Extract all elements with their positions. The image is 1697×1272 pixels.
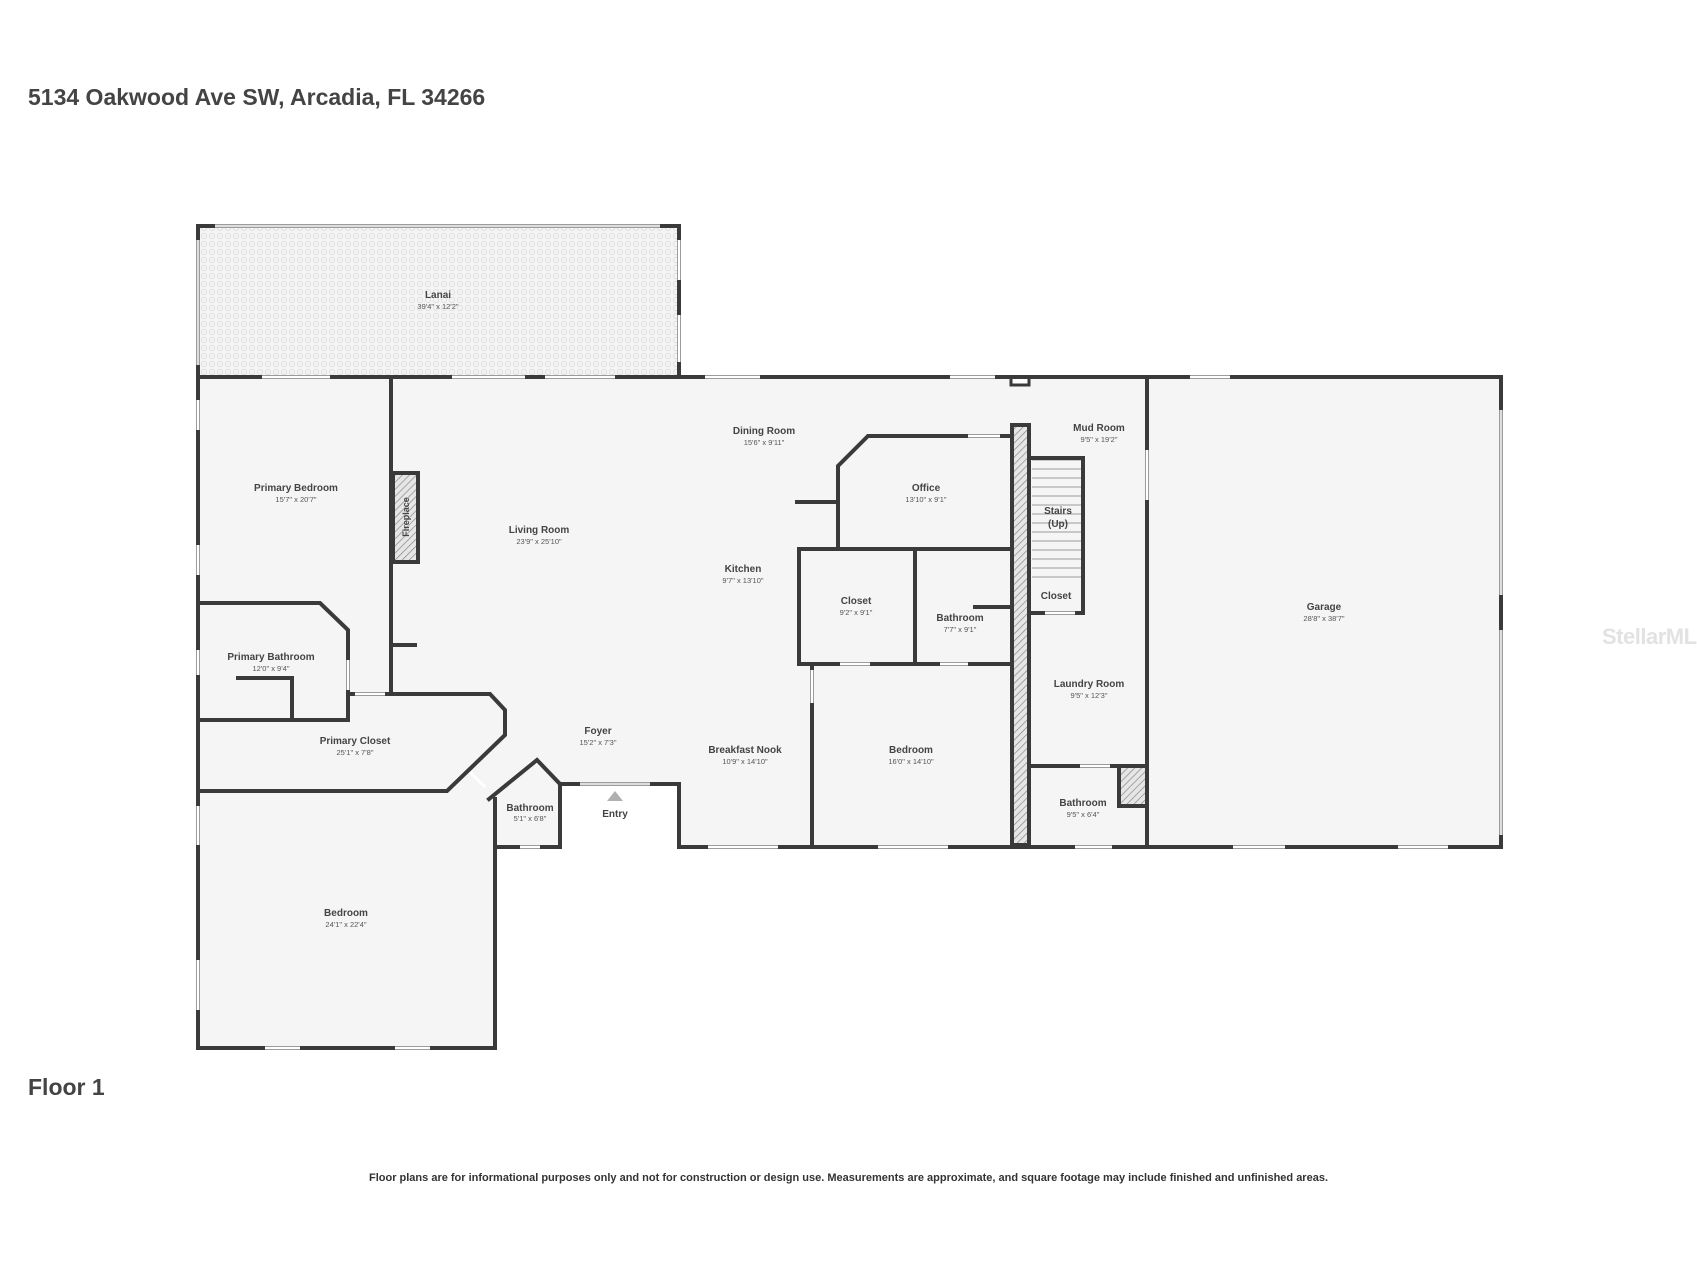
room-dining-room-dims: 15'6" x 9'11" <box>744 438 785 447</box>
room-bedroom-lower-name: Bedroom <box>324 908 368 919</box>
room-primary-bedroom-name: Primary Bedroom <box>254 483 338 494</box>
room-office-dims: 13'10" x 9'1" <box>905 495 946 504</box>
room-stairs-name: Stairs <box>1044 506 1072 517</box>
room-dining-room-name: Dining Room <box>733 426 795 437</box>
disclaimer-text: Floor plans are for informational purpos… <box>368 1172 1328 1184</box>
room-primary-bathroom-name: Primary Bathroom <box>227 652 314 663</box>
room-mud-room-dims: 9'5" x 19'2" <box>1081 435 1118 444</box>
floor-fill <box>198 226 1501 1048</box>
window-marks <box>197 225 1502 835</box>
room-foyer-dims: 15'2" x 7'3" <box>580 738 617 747</box>
room-bathroom-small-dims: 5'1" x 6'8" <box>514 814 547 823</box>
room-foyer-name: Foyer <box>584 726 611 737</box>
room-bathroom-right-name: Bathroom <box>1059 798 1106 809</box>
room-stairs-sub: (Up) <box>1048 519 1068 530</box>
room-fireplace-name: Fireplace <box>401 497 411 537</box>
laundry-chute-shape <box>1117 764 1149 808</box>
room-kitchen-name: Kitchen <box>725 564 762 575</box>
room-bedroom-center-dims: 16'0" x 14'10" <box>888 757 934 766</box>
floor-label: Floor 1 <box>28 1074 105 1100</box>
property-address: 5134 Oakwood Ave SW, Arcadia, FL 34266 <box>28 84 486 110</box>
room-breakfast-nook-dims: 10'9" x 14'10" <box>722 757 768 766</box>
room-closet-small-name: Closet <box>1041 591 1072 602</box>
room-kitchen-dims: 9'7" x 13'10" <box>722 576 763 585</box>
room-breakfast-nook-name: Breakfast Nook <box>708 745 782 756</box>
room-bathroom-small-name: Bathroom <box>506 803 553 814</box>
room-closet-center-dims: 9'2" x 9'1" <box>840 608 873 617</box>
entry-arrow-icon <box>607 791 623 801</box>
room-bedroom-center-name: Bedroom <box>889 745 933 756</box>
room-closet-center-name: Closet <box>841 596 872 607</box>
room-lanai-dims: 39'4" x 12'2" <box>417 302 458 311</box>
room-primary-bathroom-dims: 12'0" x 9'4" <box>253 664 290 673</box>
room-laundry-room-name: Laundry Room <box>1054 679 1125 690</box>
room-living-room-dims: 23'9" x 25'10" <box>516 537 562 546</box>
room-primary-closet-dims: 25'1" x 7'8" <box>337 748 374 757</box>
watermark: StellarMLS <box>1602 624 1697 649</box>
room-labels: Lanai 39'4" x 12'2" Primary Bedroom 15'7… <box>227 290 1345 929</box>
room-lanai-name: Lanai <box>425 290 451 301</box>
stair-wall-shape <box>1010 423 1031 847</box>
room-primary-bedroom-dims: 15'7" x 20'7" <box>275 495 316 504</box>
room-living-room-name: Living Room <box>509 525 570 536</box>
room-office-name: Office <box>912 483 941 494</box>
stairs-treads <box>1032 459 1082 578</box>
room-garage-name: Garage <box>1307 602 1342 613</box>
room-bedroom-lower-dims: 24'1" x 22'4" <box>325 920 366 929</box>
room-bathroom-right-dims: 9'5" x 6'4" <box>1067 810 1100 819</box>
room-bathroom-center-name: Bathroom <box>936 613 983 624</box>
room-mud-room-name: Mud Room <box>1073 423 1125 434</box>
room-entry-name: Entry <box>602 809 628 820</box>
room-primary-closet-name: Primary Closet <box>320 736 391 747</box>
room-laundry-room-dims: 9'5" x 12'3" <box>1071 691 1108 700</box>
room-garage-dims: 28'8" x 38'7" <box>1303 614 1344 623</box>
room-bathroom-center-dims: 7'7" x 9'1" <box>944 625 977 634</box>
